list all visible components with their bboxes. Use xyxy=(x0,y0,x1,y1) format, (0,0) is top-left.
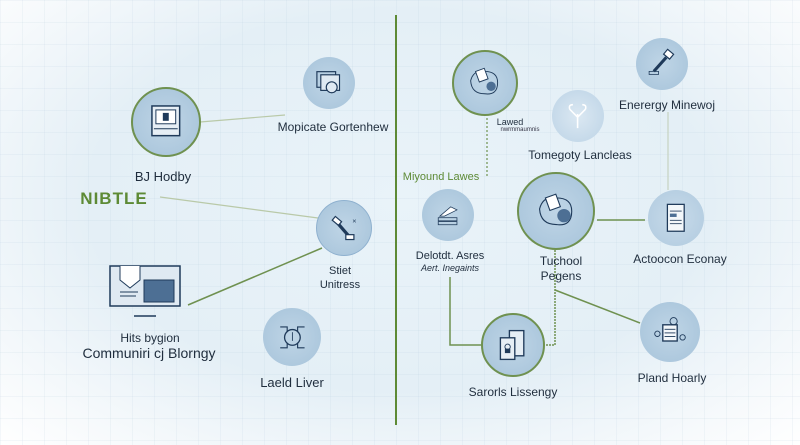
delotdt-label-line2: Aert. Inegaints xyxy=(420,263,480,273)
map-document-icon xyxy=(470,68,499,95)
circuit-icon xyxy=(279,325,305,348)
energy-label: Enerergy Minewoj xyxy=(618,98,716,112)
document-icon xyxy=(666,203,686,233)
sarorls-label: Sarorls Lissengy xyxy=(468,385,558,399)
map-document-icon xyxy=(538,193,573,226)
nibtle-label: NIBTLE xyxy=(80,189,148,208)
miyound-label: Miyound Lawes xyxy=(402,171,480,183)
stiet-node[interactable]: × xyxy=(316,200,372,256)
lock-document-icon xyxy=(499,329,525,361)
tuchool-node[interactable] xyxy=(517,172,595,250)
connector xyxy=(554,289,641,324)
tuchool-label-line2: Pegens xyxy=(540,269,582,283)
books-icon xyxy=(438,206,459,226)
pland-label: Pland Hoarly xyxy=(637,371,707,385)
svg-text:×: × xyxy=(352,216,356,225)
lawed-label: Lawed xyxy=(496,117,524,127)
mopicate-node[interactable] xyxy=(303,57,355,109)
kiosk-icon xyxy=(151,105,181,137)
hits-label-line1: Hits bygion xyxy=(120,331,180,345)
mopicate-label: Mopicate Gortenhew xyxy=(277,120,389,134)
connector xyxy=(159,196,319,219)
actoocon-label: Actoocon Econay xyxy=(633,252,727,266)
laeld-node[interactable] xyxy=(263,308,321,366)
connector xyxy=(199,114,286,123)
screens-icon xyxy=(316,71,341,94)
delotdt-label-line1: Delotdt. Asres xyxy=(415,250,485,262)
stiet-label-line1: Stiet xyxy=(328,265,351,277)
pland-node[interactable] xyxy=(640,302,700,362)
clipboard-icon xyxy=(654,317,686,342)
stiet-label-line2: Unitress xyxy=(319,279,361,291)
connector xyxy=(187,247,323,306)
wrench-icon: × xyxy=(331,215,356,240)
monitor-icon[interactable] xyxy=(108,262,183,322)
tree-icon xyxy=(569,104,587,129)
lawed-node[interactable] xyxy=(452,50,518,116)
laeld-label: Laeld Liver xyxy=(260,375,324,390)
energy-node[interactable] xyxy=(636,38,688,90)
tomegoty-node[interactable] xyxy=(552,90,604,142)
tuchool-label-line1: Tuchool xyxy=(539,254,583,268)
hits-label-line2: Communiri cj Blorngy xyxy=(82,345,216,361)
lawed-sublabel: nwrmmaumnis xyxy=(500,127,540,133)
bj-hodby-label: BJ Hodby xyxy=(134,169,192,184)
connector xyxy=(449,277,482,346)
tomegoty-label: Tomegoty Lancleas xyxy=(528,148,632,162)
hammer-icon xyxy=(649,48,675,76)
delotdt-node[interactable] xyxy=(422,189,474,241)
sarorls-node[interactable] xyxy=(481,313,545,377)
bj-hodby-node[interactable] xyxy=(131,87,201,157)
actoocon-node[interactable] xyxy=(648,190,704,246)
connector xyxy=(545,250,556,346)
